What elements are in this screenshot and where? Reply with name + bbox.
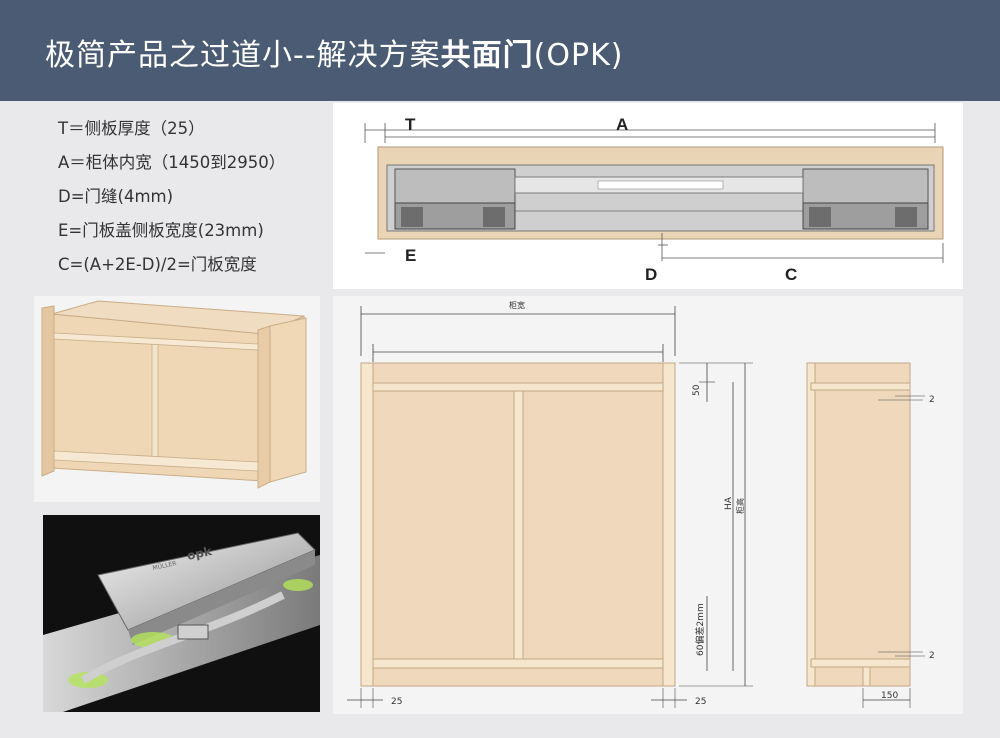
mechanism-photo: opk MÜLLER — [43, 515, 320, 712]
label-d: D — [645, 265, 657, 284]
title-prefix: 极简产品之过道小--解决方案 — [45, 38, 441, 73]
dimension-legend: T＝侧板厚度（25） A＝柜体内宽（1450到2950） D=门缝(4mm) E… — [58, 112, 285, 282]
front-side-drawing: 柜宽 50 HA 柜高 60偏差2mm 25 25 — [347, 300, 935, 708]
legend-item-c: C=(A+2E-D)/2=门板宽度 — [58, 255, 257, 274]
section-drawing: T A E D C — [364, 115, 944, 284]
title-suffix: (OPK) — [533, 38, 624, 73]
header-bar: 极简产品之过道小--解决方案共面门(OPK) — [0, 0, 1000, 101]
legend-item-a: A＝柜体内宽（1450到2950） — [58, 153, 286, 172]
legend-item-e: E=门板盖侧板宽度(23mm) — [58, 221, 264, 240]
dim-150: 150 — [881, 691, 898, 701]
label-e: E — [405, 246, 416, 265]
dim-2-bottom: 2 — [929, 651, 935, 661]
cabinet-3d-panel — [34, 296, 320, 502]
height-label: 柜高 — [735, 498, 745, 514]
note-bottom: 60偏差2mm — [694, 603, 706, 656]
dim-50: 50 — [692, 384, 702, 396]
label-a: A — [616, 115, 628, 134]
dim-2-top: 2 — [929, 395, 935, 405]
top-section-diagram: T A E D C — [333, 103, 963, 289]
label-t: T — [405, 115, 416, 134]
title-bold: 共面门 — [440, 38, 534, 73]
mechanism-image: opk MÜLLER — [43, 532, 320, 712]
legend-item-d: D=门缝(4mm) — [58, 187, 174, 206]
page-title: 极简产品之过道小--解决方案共面门(OPK) — [45, 30, 623, 74]
ha-label: HA — [724, 496, 734, 510]
brand-logo-text: opk — [186, 544, 214, 563]
width-label: 柜宽 — [509, 300, 525, 310]
dim-25-right: 25 — [695, 697, 706, 707]
dimension-drawing-panel: 柜宽 50 HA 柜高 60偏差2mm 25 25 — [333, 296, 963, 714]
legend-item-t: T＝侧板厚度（25） — [58, 119, 205, 138]
label-c: C — [785, 265, 797, 284]
brand-sub-text: MÜLLER — [152, 560, 177, 572]
dim-25-left: 25 — [391, 697, 402, 707]
cabinet-illustration — [41, 300, 307, 489]
